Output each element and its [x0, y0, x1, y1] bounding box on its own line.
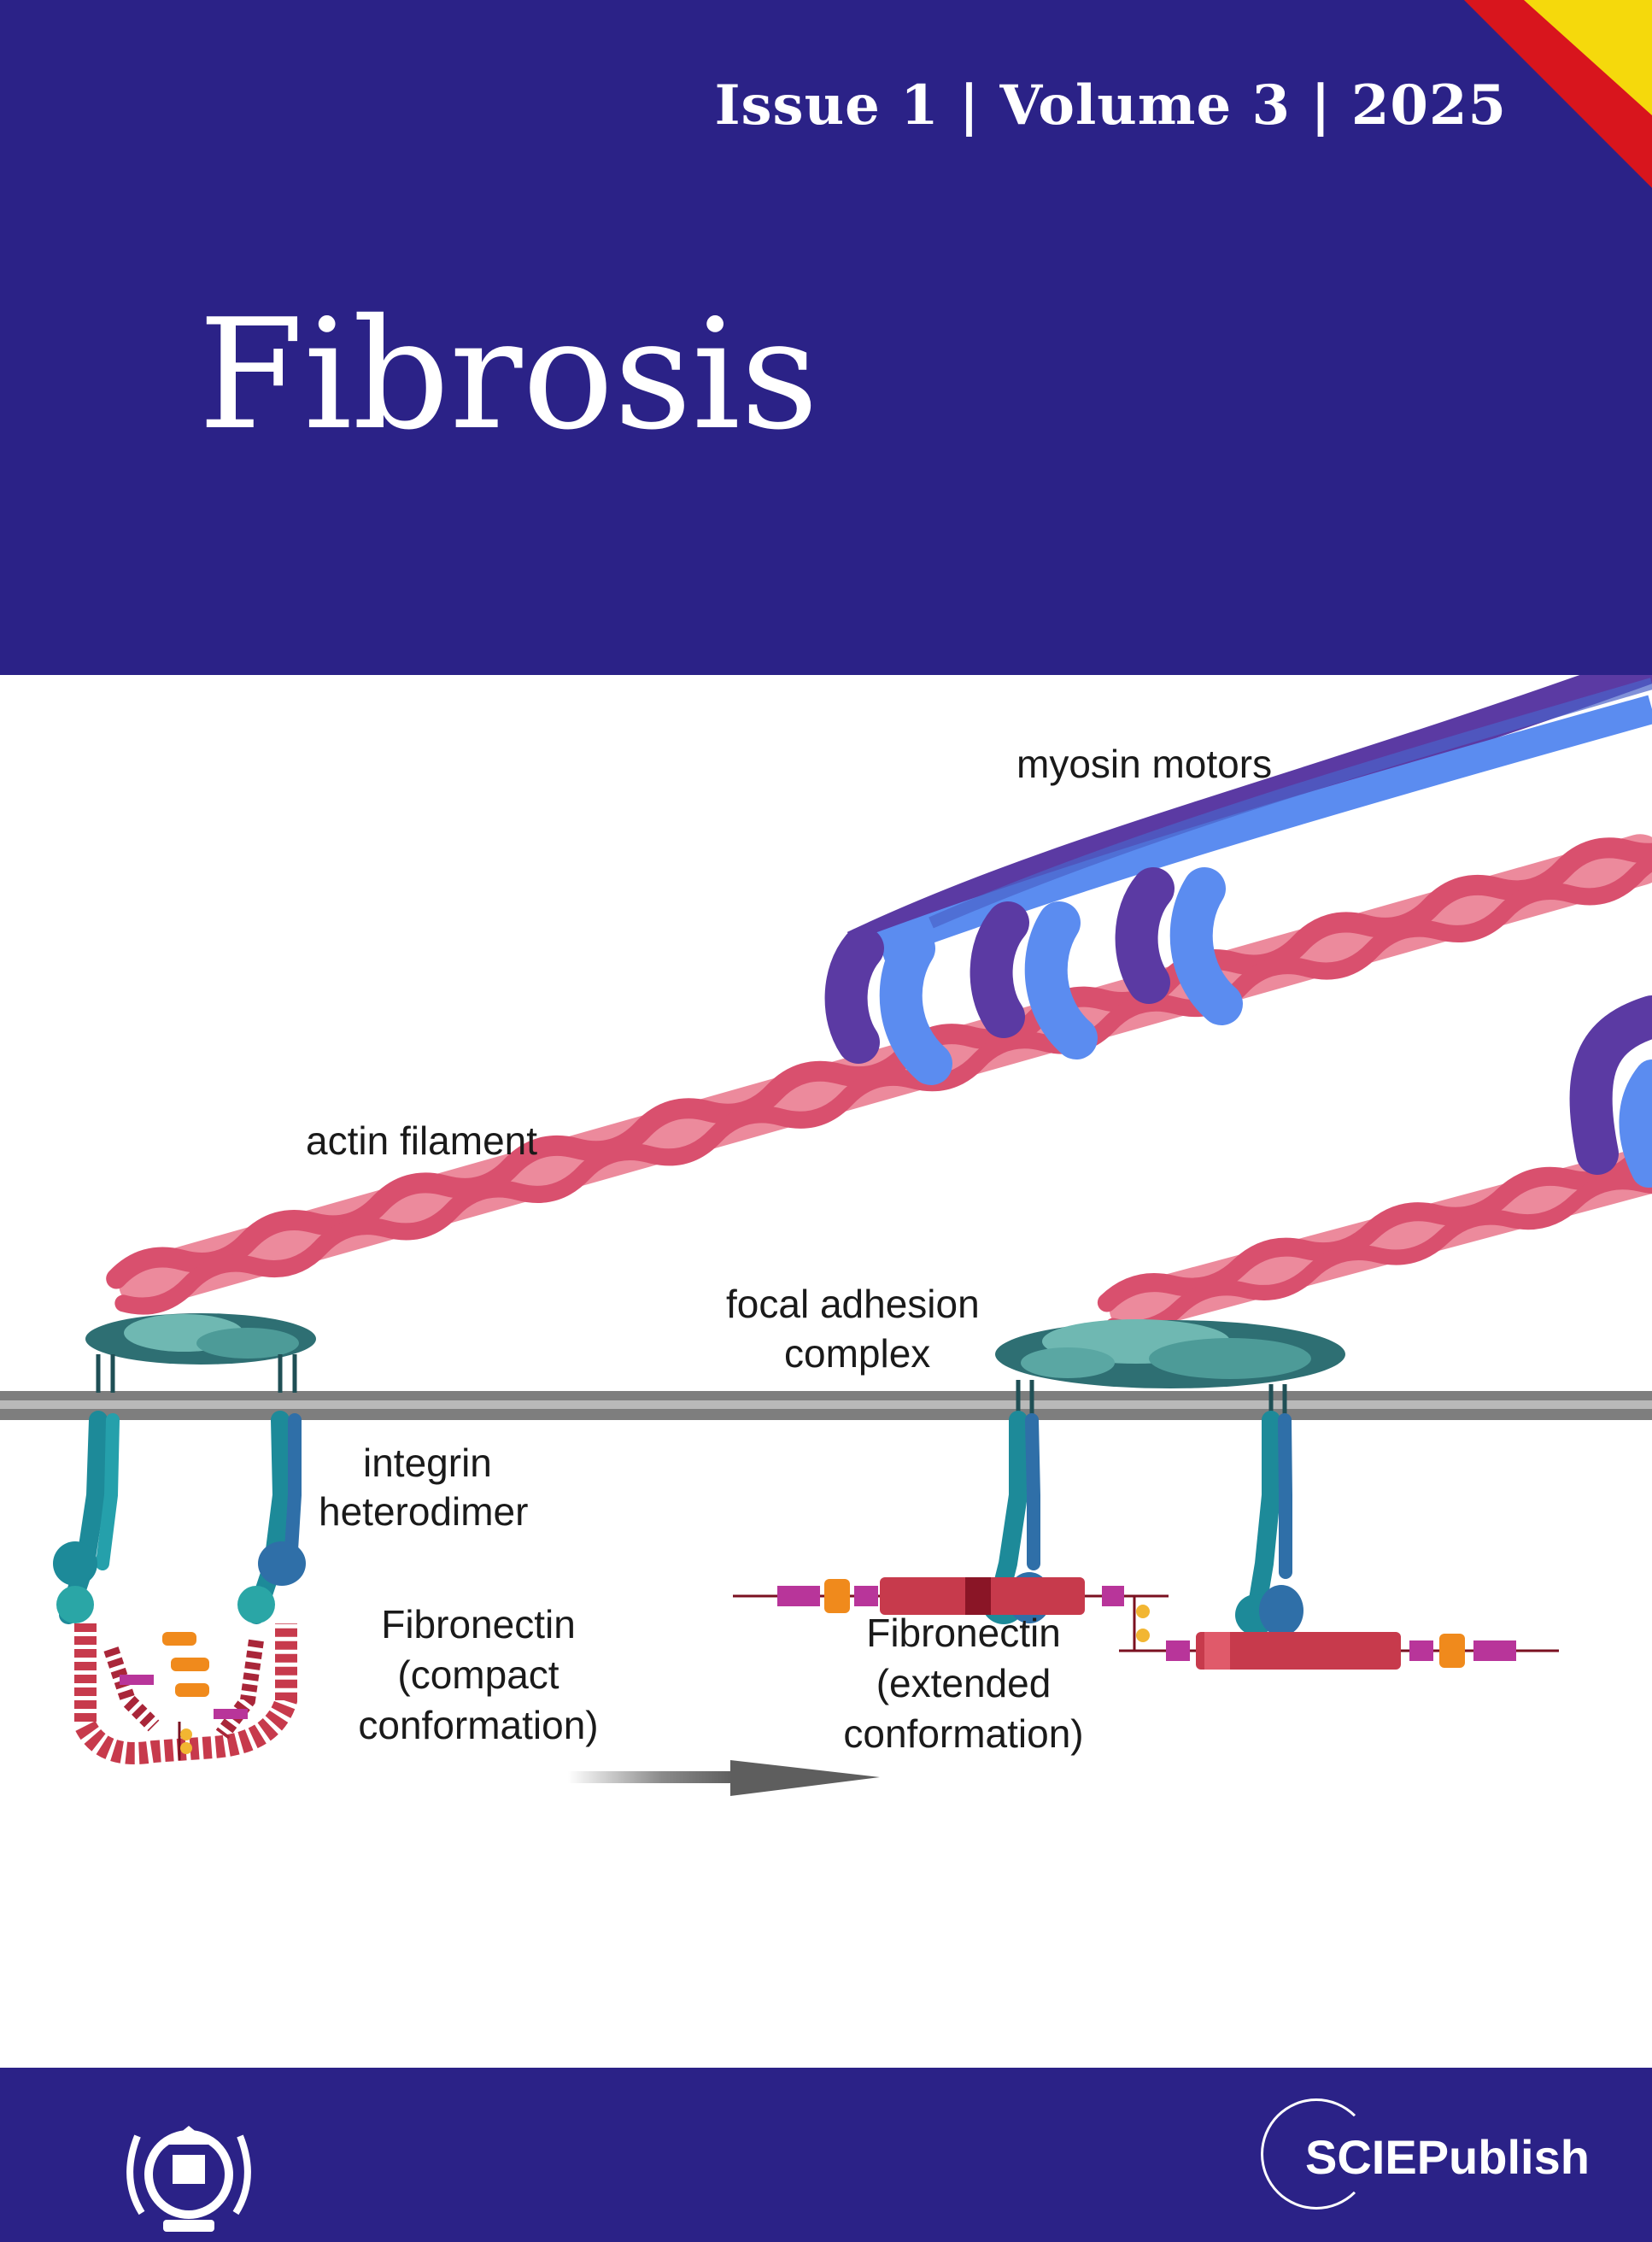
corner-flag-stripes	[1464, 0, 1652, 188]
label-actin-filament: actin filament	[306, 1118, 537, 1163]
label-fibronectin-compact-1: Fibronectin	[381, 1602, 576, 1646]
label-fibronectin-extended-3: conformation)	[843, 1711, 1083, 1756]
transition-arrow	[568, 1760, 880, 1796]
publisher-ring-icon	[1261, 2098, 1372, 2210]
publisher-logo: SCIEPublish	[1261, 2098, 1590, 2210]
issue-volume-year: Issue 1 | Volume 3 | 2025	[714, 73, 1507, 138]
journal-title: Fibrosis	[198, 286, 819, 463]
label-focal-adhesion-complex: complex	[784, 1331, 930, 1376]
focal-adhesion-complex-right	[995, 1319, 1345, 1420]
label-fibronectin-compact-2: (compact	[397, 1652, 559, 1697]
cell-membrane	[0, 1391, 1652, 1420]
label-focal-adhesion: focal adhesion	[726, 1282, 980, 1326]
fibronectin-compact	[74, 1623, 297, 1764]
myosin-motors	[824, 675, 1652, 1188]
cover-header: Issue 1 | Volume 3 | 2025 Fibrosis	[0, 0, 1652, 675]
actin-filament-lower	[1097, 1116, 1652, 1336]
label-fibronectin-extended-1: Fibronectin	[866, 1611, 1061, 1655]
publisher-name: SCIEPublish	[1305, 2130, 1590, 2184]
label-fibronectin-extended-2: (extended	[876, 1661, 1052, 1705]
integrin-heterodimer-left	[53, 1411, 306, 1624]
label-integrin-heterodimer: heterodimer	[319, 1489, 528, 1534]
label-integrin: integrin	[363, 1441, 492, 1485]
cover-illustration: myosin motors actin filament focal adhes…	[0, 675, 1652, 1796]
label-myosin-motors: myosin motors	[1016, 742, 1272, 786]
university-seal-logo	[126, 2126, 251, 2232]
label-fibronectin-compact-3: conformation)	[358, 1703, 598, 1747]
cover-footer	[0, 2068, 1652, 2242]
fibronectin-extended	[733, 1577, 1559, 1670]
focal-adhesion-complex-left	[85, 1313, 316, 1393]
